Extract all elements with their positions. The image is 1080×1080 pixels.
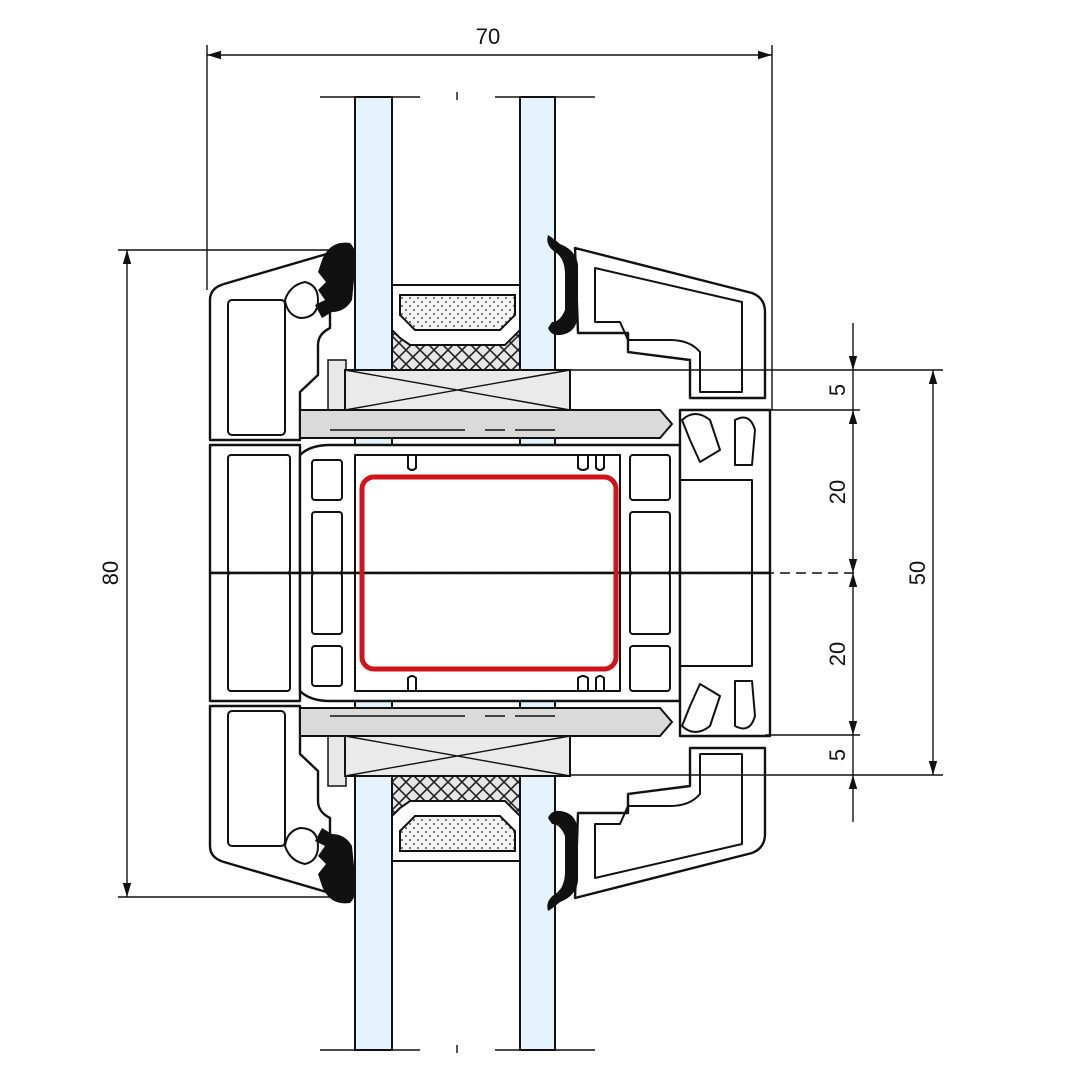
dim-upper-20: 20	[825, 480, 850, 504]
dim-width-70: 70	[476, 24, 500, 49]
dimension-lines	[118, 45, 943, 898]
dim-lower-20: 20	[825, 642, 850, 666]
dim-lower-5: 5	[825, 749, 850, 761]
profile-half-mirrored	[208, 571, 772, 913]
dim-upper-5: 5	[825, 384, 850, 396]
steel-reinforcement	[359, 474, 619, 672]
core-chamber	[298, 443, 682, 575]
right-frame	[573, 246, 767, 400]
left-gasket	[315, 242, 356, 318]
profile-half	[208, 235, 772, 575]
right-gasket	[547, 235, 578, 336]
dim-depth-50: 50	[905, 561, 930, 585]
dim-height-80: 80	[98, 561, 123, 585]
